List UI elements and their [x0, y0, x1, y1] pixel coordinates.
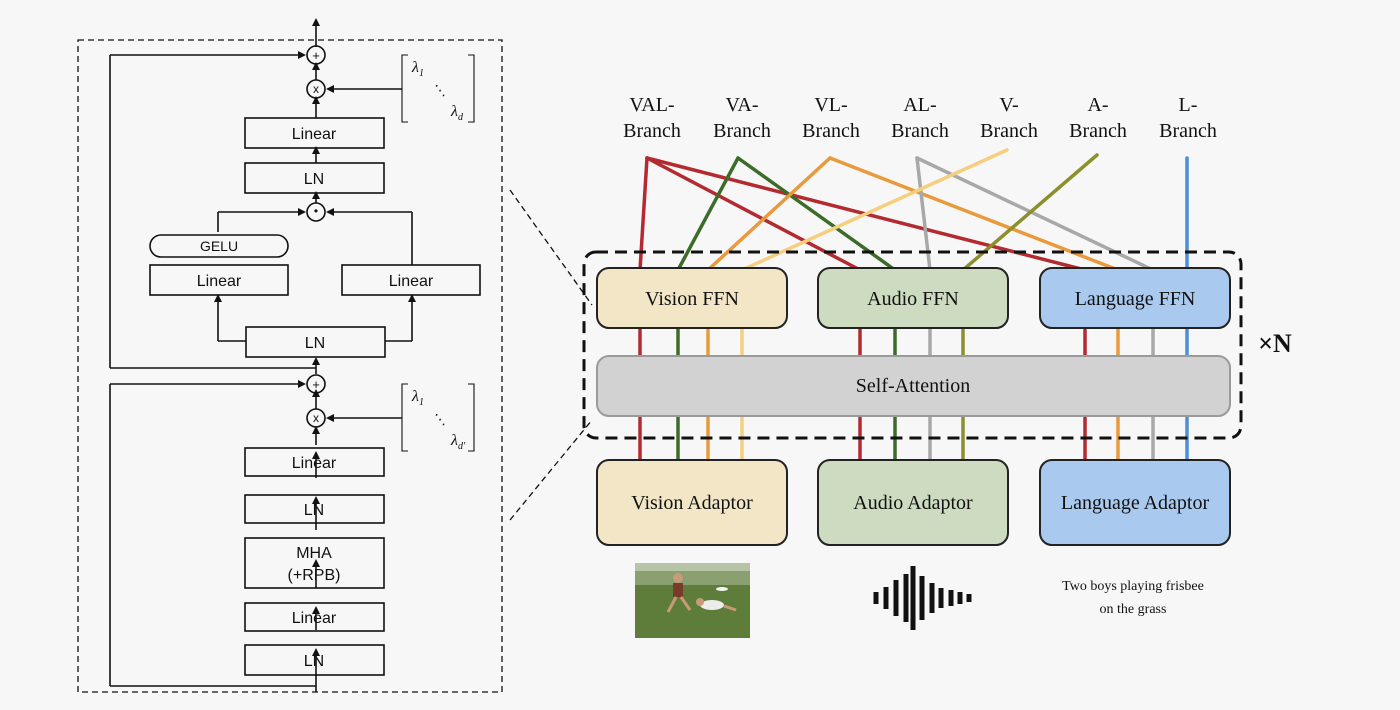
audio-adaptor-box [817, 459, 1009, 546]
vl-branch-label-line1: VL- [814, 94, 847, 116]
block-dashed-border [77, 39, 503, 693]
zoom-line-bottom [509, 419, 593, 521]
vl-branch-to-language [828, 156, 1120, 272]
lambda-bottom-dots: ⋱ [432, 413, 446, 428]
val-branch-label-line1: VAL- [629, 94, 674, 116]
repeat-region-border [582, 250, 1243, 440]
lambda-bottom-first: λ1 [411, 388, 424, 408]
lambda-top-dots: ⋱ [432, 84, 446, 99]
audio-adaptor-label: Audio Adaptor [853, 492, 973, 514]
attn-in-ln-box [244, 644, 385, 676]
lambda-bottom-last: λd' [450, 432, 466, 452]
vision-ffn-box [596, 267, 788, 329]
language-adaptor-box [1039, 459, 1231, 546]
self-attention-label: Self-Attention [856, 375, 970, 397]
lambda-bracket-bottom [401, 383, 475, 452]
ffn-ln-box [244, 162, 385, 194]
language-ffn-box [1039, 267, 1231, 329]
vision-ffn-label: Vision FFN [645, 288, 739, 310]
v-branch-label-line2: Branch [980, 120, 1038, 142]
attn-ln-box [244, 494, 385, 524]
branch-routes [638, 148, 1189, 272]
residual-add-top-symbol: + [312, 48, 320, 63]
ffn-out-linear-box [244, 117, 385, 149]
l-branch-label-line1: L- [1179, 94, 1198, 116]
module-connectors [638, 328, 1189, 460]
va-branch-label-line1: VA- [726, 94, 759, 116]
al-branch-label-line1: AL- [903, 94, 936, 116]
lambda-bracket-top [401, 54, 475, 123]
ffn-out-linear-label: Linear [292, 126, 337, 143]
gelu-label: GELU [200, 238, 238, 254]
language-input-caption-line2: on the grass [1100, 602, 1167, 617]
repeat-label: ×N [1258, 329, 1292, 358]
scale-multiply-top-symbol: x [313, 82, 319, 96]
attn-out-linear-label: Linear [292, 455, 337, 472]
ffn-in-ln-box [245, 326, 386, 358]
vision-adaptor-box [596, 459, 788, 546]
ffn-left-linear-box [149, 264, 289, 296]
va-branch-to-vision [676, 156, 740, 272]
v-branch-label-line1: V- [999, 94, 1018, 116]
ffn-left-linear-label: Linear [197, 273, 242, 290]
vl-branch-to-vision [706, 156, 832, 272]
va-branch-label-line2: Branch [713, 120, 771, 142]
residual-add-top [306, 45, 326, 65]
block-detail [77, 18, 503, 693]
a-branch-label-line2: Branch [1069, 120, 1127, 142]
a-branch-label-line1: A- [1087, 94, 1108, 116]
language-ffn-label: Language FFN [1075, 288, 1196, 310]
ffn-in-ln-label: LN [305, 335, 325, 352]
scale-multiply-bottom-symbol: x [313, 411, 319, 425]
v-branch-to-vision [740, 148, 1009, 272]
mha-label-line2: (+RPB) [288, 567, 341, 584]
gate-multiply-symbol: • [314, 204, 318, 218]
gelu-box [149, 234, 289, 258]
scale-multiply-bottom [306, 408, 326, 428]
attn-out-linear-box [244, 447, 385, 477]
ffn-ln-label: LN [304, 171, 324, 188]
l-branch-label-line2: Branch [1159, 120, 1217, 142]
val-branch-label-line2: Branch [623, 120, 681, 142]
scale-multiply-top [306, 79, 326, 99]
audio-ffn-label: Audio FFN [867, 288, 959, 310]
connectors-ffn-to-attention [638, 328, 1189, 356]
attn-in-linear-label: Linear [292, 610, 337, 627]
ffn-right-linear-label: Linear [389, 273, 434, 290]
attn-ln-label: LN [304, 502, 324, 519]
vision-input-image [635, 563, 750, 638]
residual-add-bottom-symbol: + [312, 377, 320, 392]
mha-box [244, 537, 385, 589]
attn-in-ln-label: LN [304, 653, 324, 670]
audio-ffn-box [817, 267, 1009, 329]
language-adaptor-label: Language Adaptor [1061, 492, 1210, 514]
mha-label-line1: MHA [296, 545, 332, 562]
al-branch-label-line2: Branch [891, 120, 949, 142]
audio-waveform-icon [873, 566, 972, 630]
lambda-top-last: λd [450, 103, 464, 123]
language-input-caption-line1: Two boys playing frisbee [1062, 579, 1204, 594]
vl-branch-label-line2: Branch [802, 120, 860, 142]
zoom-line-top [509, 189, 593, 306]
self-attention-box [596, 355, 1231, 417]
residual-add-bottom [306, 374, 326, 394]
ffn-right-linear-box [341, 264, 481, 296]
attn-in-linear-box [244, 602, 385, 632]
vision-adaptor-label: Vision Adaptor [631, 492, 753, 514]
lambda-top-first: λ1 [411, 59, 424, 79]
gate-multiply [306, 202, 326, 222]
